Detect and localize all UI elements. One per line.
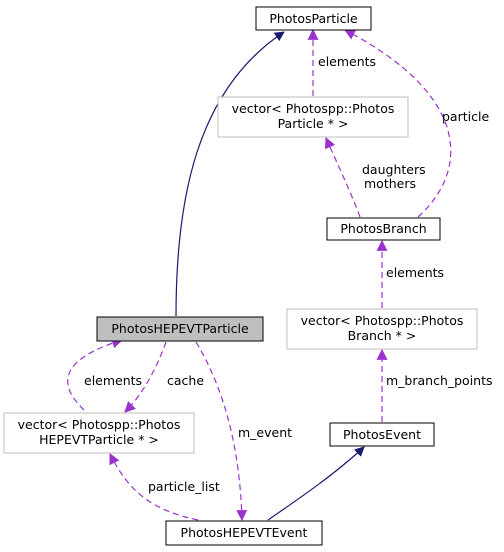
edge-photos-branch-to-vector-particle <box>324 136 361 218</box>
edge-hepevt-particle-to-vector-hepevt <box>124 341 167 413</box>
edge-photos-branch-to-photos-particle <box>344 29 452 218</box>
node-label: PhotosHEPEVTParticle <box>111 321 249 336</box>
edge-hepevt-particle-inherits-photos-particle <box>175 31 285 317</box>
label-cache: cache <box>167 373 204 388</box>
node-label-line-2: Particle * > <box>278 116 349 131</box>
label-m-branch-points: m_branch_points <box>386 373 493 388</box>
label-elements-branch: elements <box>386 265 444 280</box>
node-label-line-2: HEPEVTParticle * > <box>39 432 159 447</box>
label-daughters: daughters <box>362 162 426 177</box>
node-label: PhotosParticle <box>269 11 358 26</box>
node-label: PhotosHEPEVTEvent <box>181 525 308 540</box>
node-label-line-1: vector< Photospp::Photos <box>301 313 464 328</box>
label-particle: particle <box>442 109 489 124</box>
node-label-line-2: Branch * > <box>348 328 417 343</box>
label-elements-particle: elements <box>318 54 376 69</box>
node-label-line-1: vector< Photospp::Photos <box>232 101 395 116</box>
edges <box>67 28 452 522</box>
node-photos-hepevt-event[interactable]: PhotosHEPEVTEvent <box>165 520 323 546</box>
node-photos-particle[interactable]: PhotosParticle <box>255 6 372 31</box>
node-photos-branch[interactable]: PhotosBranch <box>326 217 441 241</box>
label-mothers: mothers <box>364 176 416 191</box>
edge-hepevt-particle-to-hepevt-event <box>195 341 248 522</box>
node-photos-hepevt-particle[interactable]: PhotosHEPEVTParticle <box>96 316 264 342</box>
edge-hepevt-event-inherits-photos-event <box>267 446 365 521</box>
node-label-line-1: vector< Photospp::Photos <box>18 417 181 432</box>
label-m-event: m_event <box>238 425 292 440</box>
edge-hepevt-event-to-vector-hepevt <box>109 453 199 521</box>
node-photos-event[interactable]: PhotosEvent <box>329 422 435 447</box>
node-label: PhotosEvent <box>343 427 421 442</box>
node-vector-photos-particle[interactable]: vector< Photospp::Photos Particle * > <box>217 96 409 138</box>
label-elements-hepevt: elements <box>84 373 142 388</box>
node-vector-photos-hepevt-particle[interactable]: vector< Photospp::Photos HEPEVTParticle … <box>3 412 195 454</box>
edge-vector-hepevt-to-hepevt-particle <box>67 337 124 411</box>
edge-labels: elements particle daughters mothers elem… <box>84 54 493 494</box>
label-particle-list: particle_list <box>148 479 220 494</box>
node-label: PhotosBranch <box>340 221 426 236</box>
node-vector-photos-branch[interactable]: vector< Photospp::Photos Branch * > <box>286 308 478 350</box>
